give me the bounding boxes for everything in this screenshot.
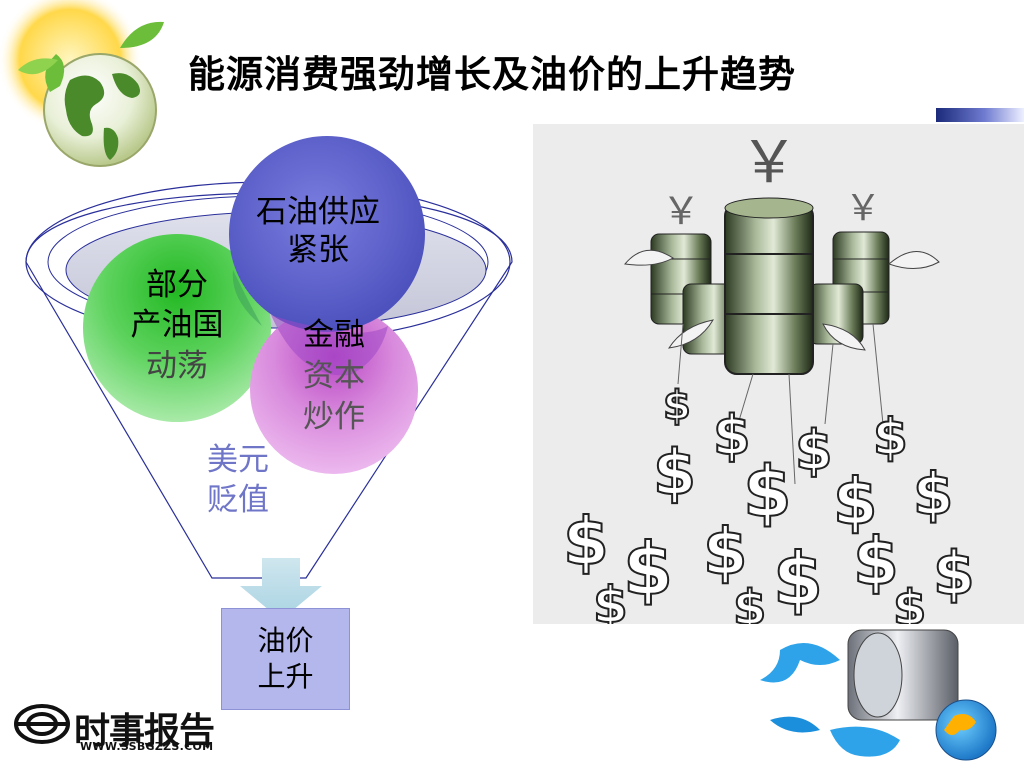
circle-finance-line3: 炒作: [303, 399, 365, 435]
svg-text:$: $: [653, 436, 696, 509]
funnel-diagram: 石油供应 紧张 部分 产油国 动荡 金融 资本 炒作 美元 贬值: [25, 136, 513, 620]
svg-text:$: $: [733, 580, 766, 624]
yuan-sign-left: ￥: [662, 189, 700, 233]
oil-barrels-dollars-illustration: ￥ ￥ ￥: [533, 124, 1024, 624]
globe-logo-icon: [0, 0, 190, 190]
brand-name: 时事报告: [74, 711, 215, 752]
circle-unrest-line3: 动荡: [146, 348, 208, 384]
circle-unrest-line1: 部分: [146, 267, 208, 303]
svg-text:$: $: [933, 539, 975, 609]
down-arrow-icon: [240, 558, 322, 620]
result-line1: 油价: [257, 624, 314, 657]
circle-supply-line1: 石油供应: [256, 194, 380, 230]
svg-text:$: $: [913, 460, 953, 528]
circle-supply: [229, 136, 425, 332]
svg-text:$: $: [773, 537, 823, 621]
brand-logo-icon: [14, 704, 70, 744]
result-line2: 上升: [257, 660, 314, 693]
yuan-sign-top: ￥: [740, 128, 798, 196]
circle-unrest: [83, 234, 271, 422]
circle-finance-line2: 资本: [303, 358, 365, 394]
brand-logo: 时事报告 WWW.SSBGZZS.COM: [14, 702, 244, 758]
svg-text:$: $: [833, 466, 878, 540]
svg-text:$: $: [563, 503, 609, 580]
dollar-pile: $ $ $ $ $ $ $ $ $ $ $ $ $ $ $ $ $: [562, 382, 976, 624]
svg-text:$: $: [703, 516, 748, 590]
slide-title: 能源消费强劲增长及油价的上升趋势: [188, 53, 796, 96]
svg-text:$: $: [713, 404, 751, 467]
barrel-center: [724, 197, 814, 375]
usd-line1: 美元: [207, 442, 269, 478]
yuan-sign-right: ￥: [845, 188, 881, 229]
svg-text:$: $: [795, 419, 833, 482]
svg-text:$: $: [743, 451, 792, 533]
svg-text:$: $: [853, 523, 899, 600]
oil-price-rise-box: 油价 上升: [221, 608, 350, 710]
circle-finance-line1: 金融: [303, 317, 365, 353]
brand-url: WWW.SSBGZZS.COM: [80, 740, 214, 753]
runner-barrel-icon: [760, 629, 997, 761]
svg-text:$: $: [663, 383, 691, 429]
circle-unrest-line2: 产油国: [131, 307, 224, 343]
svg-text:$: $: [873, 408, 908, 466]
usd-line2: 贬值: [207, 482, 269, 518]
title-underline-full: [936, 108, 1024, 122]
svg-text:$: $: [623, 527, 673, 611]
svg-text:$: $: [593, 576, 628, 624]
circle-supply-line2: 紧张: [287, 232, 349, 268]
svg-text:$: $: [893, 580, 926, 624]
